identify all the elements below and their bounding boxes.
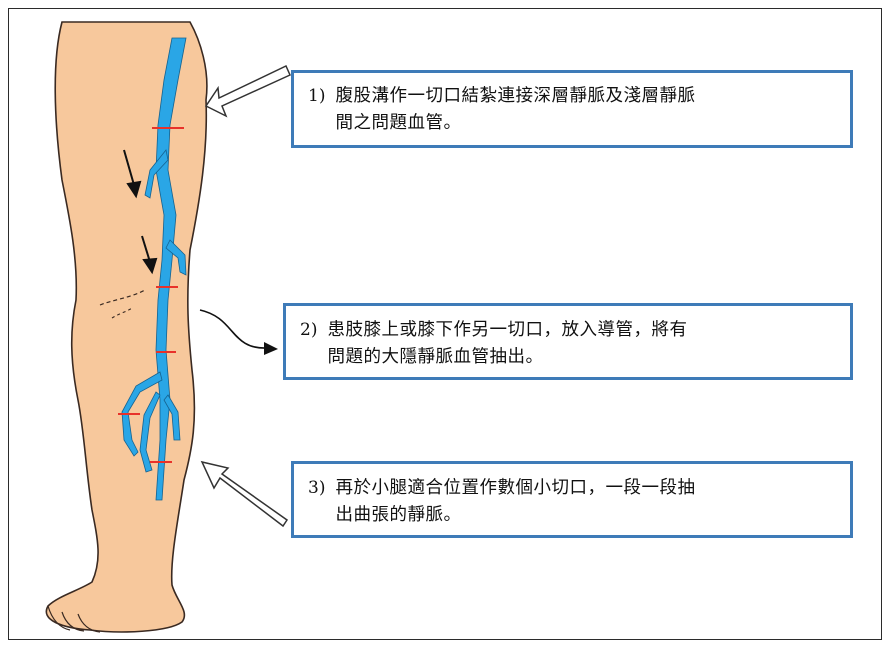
toes [47, 605, 101, 633]
step-1-number: 1) [308, 86, 326, 106]
step-2-callout: 2) 患肢膝上或膝下作另一切口，放入導管，將有 問題的大隱靜脈血管抽出。 [283, 303, 853, 380]
vein-branches [121, 149, 187, 473]
step-1-text: 腹股溝作一切口結紮連接深層靜脈及淺層靜脈 間之問題血管。 [335, 86, 696, 133]
step-2-text: 患肢膝上或膝下作另一切口，放入導管，將有 問題的大隱靜脈血管抽出。 [327, 320, 688, 367]
step-3-number: 3) [308, 478, 326, 498]
pointer-arrow-1 [204, 64, 291, 118]
pointer-arrow-2 [199, 309, 278, 355]
knee-line [99, 289, 146, 306]
step-2-number: 2) [300, 320, 318, 340]
leg-outline [45, 21, 208, 633]
flow-arrows [123, 149, 158, 275]
incision-marks [118, 127, 184, 463]
step-3-callout: 3) 再於小腿適合位置作數個小切口，一段一段抽 出曲張的靜脈。 [291, 461, 853, 538]
step-1-callout: 1) 腹股溝作一切口結紮連接深層靜脈及淺層靜脈 間之問題血管。 [291, 70, 853, 148]
pointer-arrow-3 [200, 460, 289, 528]
step-3-text: 再於小腿適合位置作數個小切口，一段一段抽 出曲張的靜脈。 [335, 478, 696, 525]
